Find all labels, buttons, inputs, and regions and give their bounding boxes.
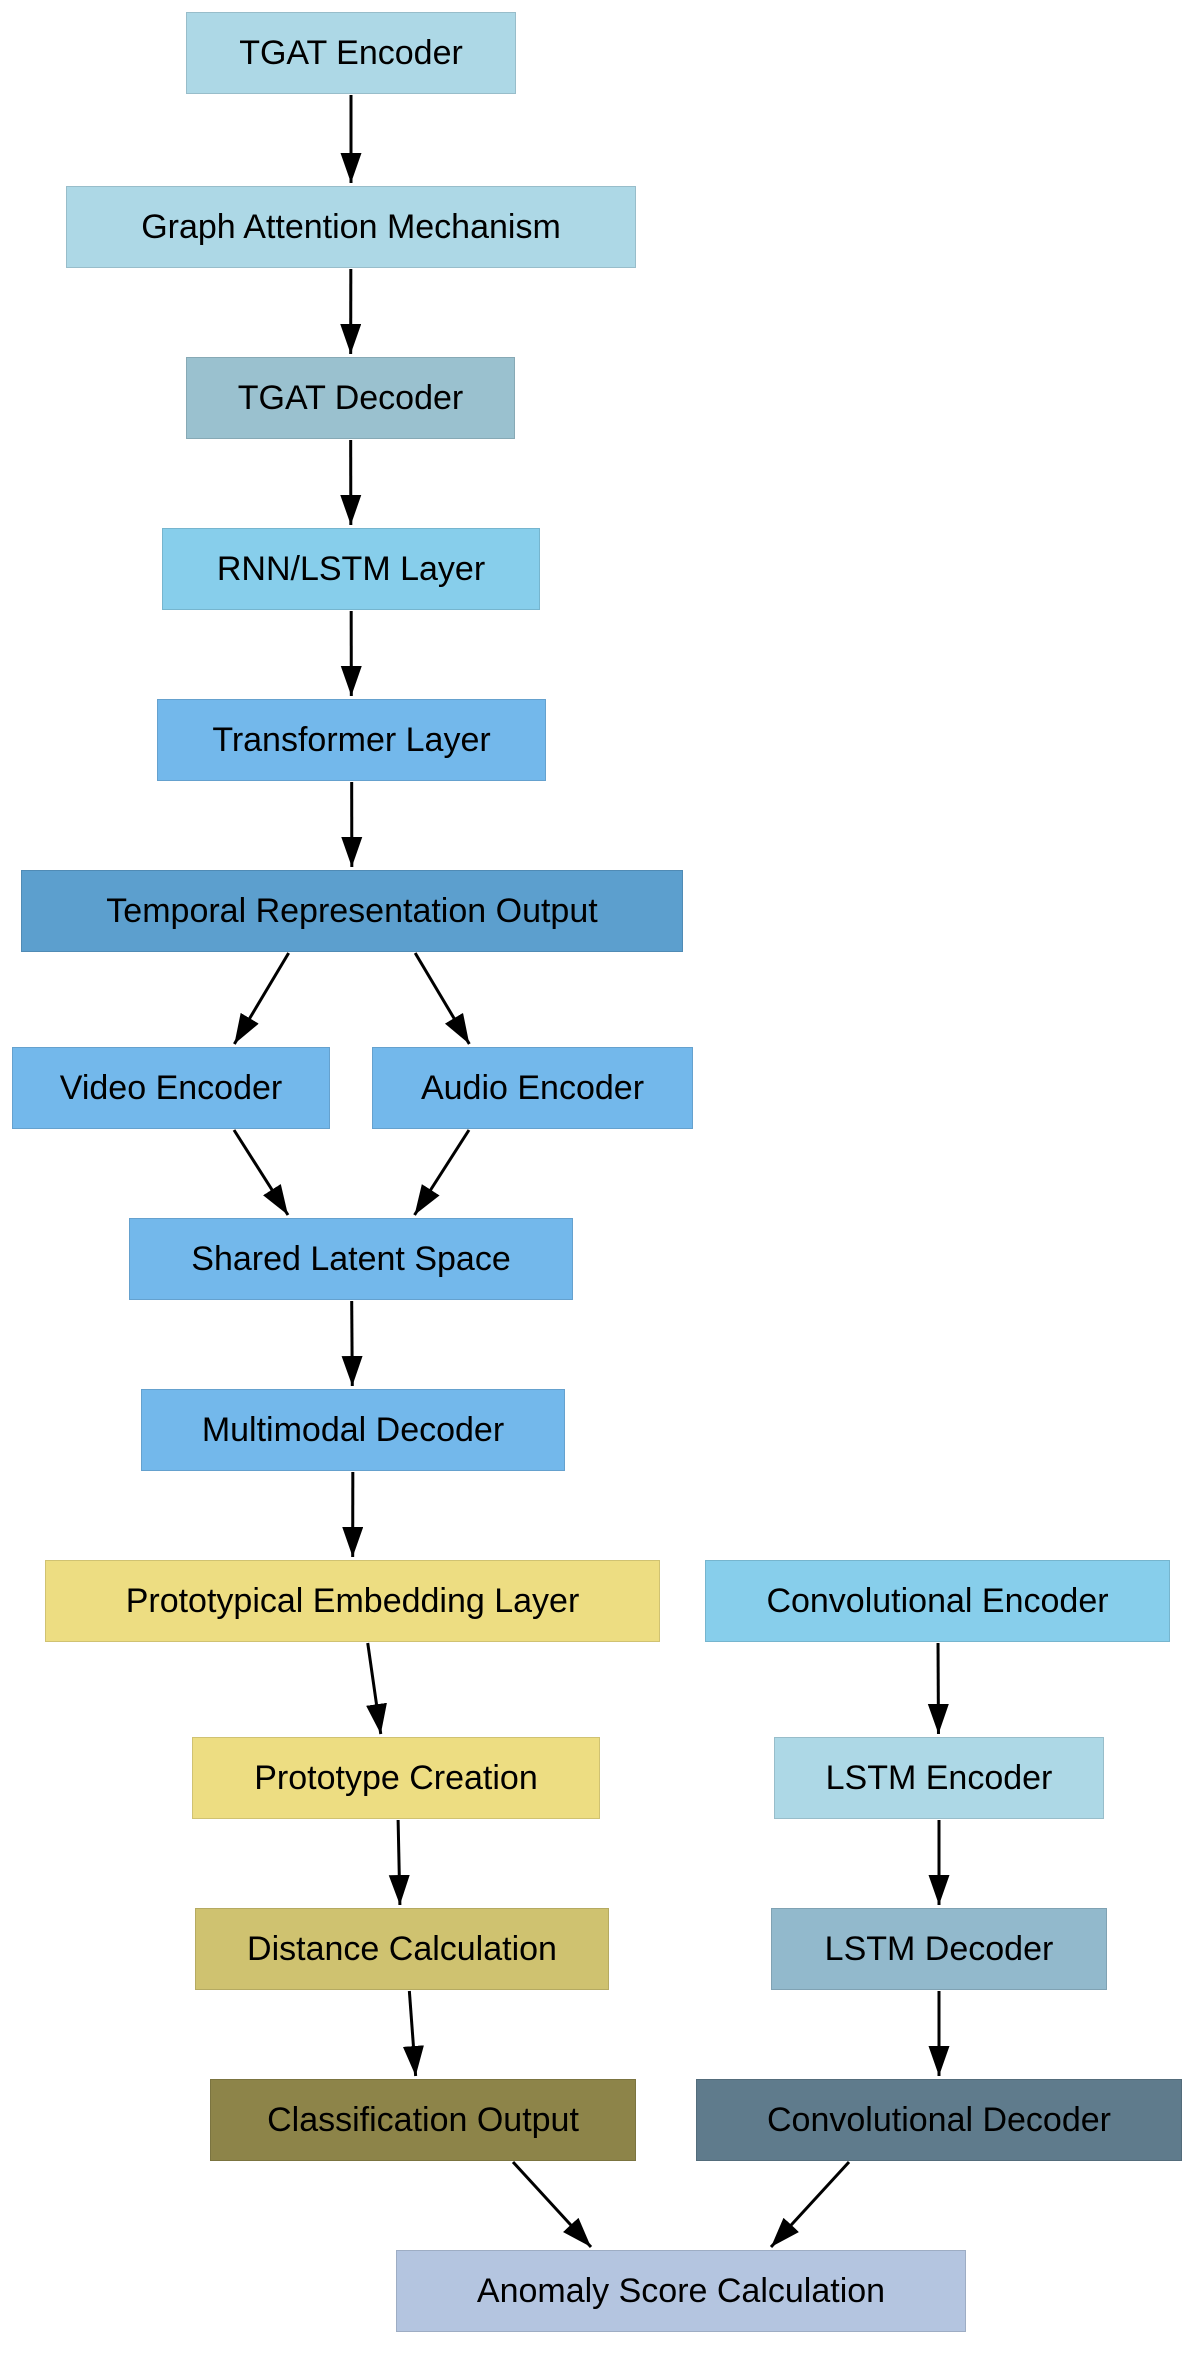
node-rnn-lstm: RNN/LSTM Layer — [162, 528, 540, 610]
node-distance-calc: Distance Calculation — [195, 1908, 609, 1990]
node-conv-encoder: Convolutional Encoder — [705, 1560, 1170, 1642]
node-video-encoder: Video Encoder — [12, 1047, 330, 1129]
node-transformer: Transformer Layer — [157, 699, 546, 781]
node-temporal: Temporal Representation Output — [21, 870, 683, 952]
node-audio-encoder: Audio Encoder — [372, 1047, 693, 1129]
node-lstm-encoder: LSTM Encoder — [774, 1737, 1104, 1819]
node-graph-attention: Graph Attention Mechanism — [66, 186, 636, 268]
node-tgat-decoder: TGAT Decoder — [186, 357, 515, 439]
node-prototypical-embedding: Prototypical Embedding Layer — [45, 1560, 660, 1642]
node-prototype-creation: Prototype Creation — [192, 1737, 600, 1819]
node-shared-latent: Shared Latent Space — [129, 1218, 573, 1300]
node-lstm-decoder: LSTM Decoder — [771, 1908, 1107, 1990]
node-tgat-encoder: TGAT Encoder — [186, 12, 516, 94]
node-classification-output: Classification Output — [210, 2079, 636, 2161]
node-conv-decoder: Convolutional Decoder — [696, 2079, 1182, 2161]
node-multimodal-decoder: Multimodal Decoder — [141, 1389, 565, 1471]
node-anomaly-score: Anomaly Score Calculation — [396, 2250, 966, 2332]
